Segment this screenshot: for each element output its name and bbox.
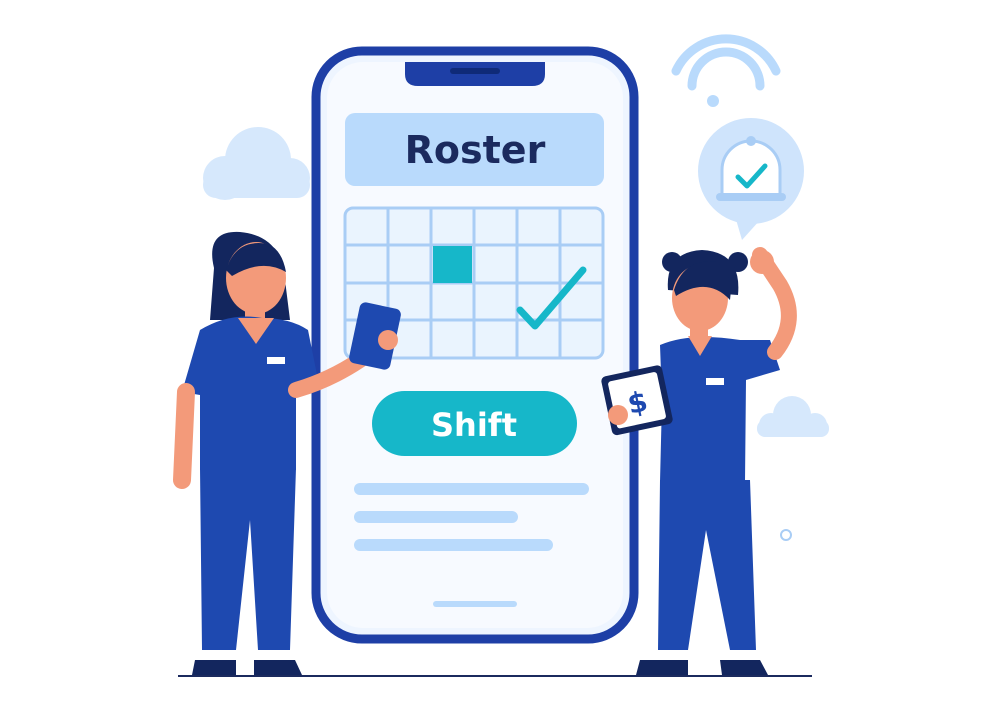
nurse-left [173, 231, 401, 675]
shift-button-label: Shift [431, 406, 517, 444]
bell-check-icon [698, 118, 804, 240]
tablet: $ [601, 365, 673, 436]
checkmark-icon [516, 266, 587, 330]
selected-day[interactable] [433, 246, 472, 283]
cloud-icon [203, 127, 310, 200]
roster-title: Roster [405, 128, 546, 172]
nurse-right: $ [601, 247, 797, 675]
wifi-icon [671, 34, 781, 107]
roster-header [345, 113, 604, 186]
shift-button[interactable]: Shift [372, 391, 577, 456]
phone: Roster Shift [311, 46, 639, 644]
text-placeholder-lines [354, 483, 589, 551]
calendar-grid [343, 206, 605, 360]
decor-circle [780, 529, 792, 541]
cloud-icon [757, 396, 829, 437]
